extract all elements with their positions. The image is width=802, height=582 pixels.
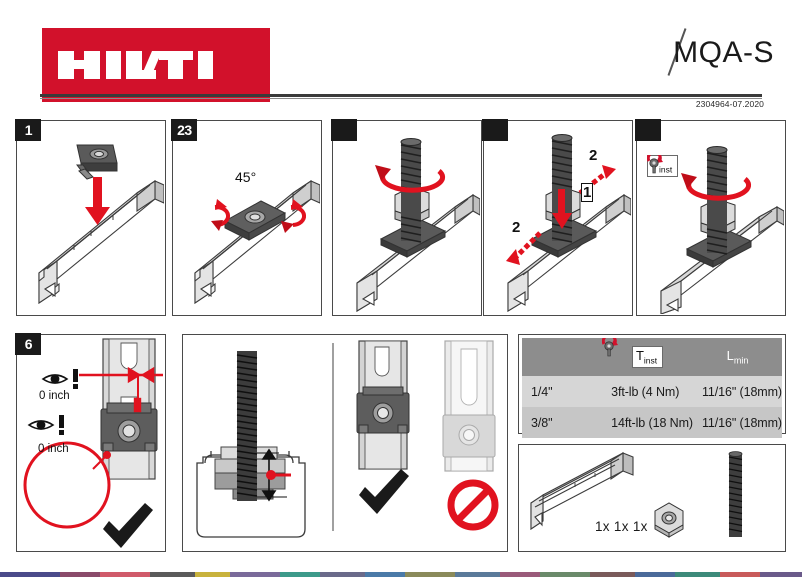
lmin-symbol: L: [726, 348, 734, 364]
table-torque-subscript: inst: [643, 355, 658, 366]
step-number-1: 1: [15, 119, 42, 142]
torque-wrench-icon: [647, 155, 663, 174]
illustration-length-and-orientation: [196, 340, 499, 538]
step-panel-7: [182, 334, 508, 552]
torque-wrench-icon: [602, 338, 619, 357]
illustration-rotate-nut: [194, 179, 320, 305]
step-number-4: [482, 119, 509, 142]
step-panel-1: 1: [15, 119, 166, 316]
color-bar-icon: [0, 572, 802, 577]
rotation-arrow-rod: [380, 169, 446, 193]
gap-label-lower: 0 inch: [38, 443, 69, 455]
table-row: 1/4" 3ft-lb (4 Nm) 11/16" (18mm): [522, 376, 782, 407]
step-number-3: [331, 119, 358, 142]
arrow-label-2-upper: 2: [589, 147, 598, 164]
cell-size: 1/4": [522, 376, 603, 407]
torque-requirement-chip: Tinst: [647, 155, 679, 178]
red-down-arrow: [85, 177, 110, 225]
lmin-subscript: min: [733, 355, 749, 366]
angle-label: 45°: [235, 169, 257, 185]
step-number-6: 6: [15, 333, 42, 356]
hilti-logo: [42, 28, 270, 102]
specification-table-panel: Tinst Lmin 1/4" 3ft-lb (4 Nm) 11/16" (18…: [518, 334, 786, 438]
parts-count-label: 1x 1x 1x: [595, 519, 648, 534]
page-header: MQA-S 2304964-07.2020: [0, 0, 802, 109]
step-number-5: [635, 119, 662, 142]
header-rule-thick: [40, 94, 762, 97]
cell-torque: 14ft-lb (18 Nm): [602, 407, 693, 438]
print-registration-strip: [0, 564, 802, 577]
eye-exclamation-icon: [27, 415, 64, 435]
illustration-thread-rod: [356, 138, 480, 312]
illustration-insert-nut: [38, 144, 164, 305]
illustration-tighten-torque: [660, 146, 784, 314]
step-panel-4: 1 2 2: [482, 119, 633, 316]
rotation-arrow-torque: [686, 177, 752, 201]
cell-torque: 3ft-lb (4 Nm): [602, 376, 693, 407]
table-header-size: [522, 338, 603, 376]
page-title: MQA-S: [673, 36, 774, 69]
illustration-verify-engagement: [506, 134, 631, 312]
hilti-wordmark-icon: [58, 51, 213, 79]
illustration-parts: [530, 451, 743, 538]
prohibition-icon: [447, 479, 499, 531]
step-panel-6: 6: [15, 333, 166, 552]
table-header-lmin: Lmin: [692, 338, 782, 376]
eye-exclamation-icon: [41, 369, 78, 389]
table-row: 3/8" 14ft-lb (18 Nm) 11/16" (18mm): [522, 407, 782, 438]
check-mark-icon: [359, 469, 409, 514]
red-pullout-arrow-lower: [506, 231, 542, 265]
step-panel-2: 23 45°: [171, 119, 322, 316]
step-panel-3: [331, 119, 482, 316]
cell-lmin: 11/16" (18mm): [692, 407, 782, 438]
red-down-arrow-1: [552, 189, 572, 229]
document-number: 2304964-07.2020: [695, 99, 764, 109]
torque-subscript: inst: [658, 164, 673, 175]
arrow-label-2-lower: 2: [512, 219, 521, 236]
parts-list-panel: 1x 1x 1x: [518, 444, 786, 552]
gap-label-upper: 0 inch: [39, 390, 70, 402]
check-mark-icon: [103, 503, 153, 548]
table-torque-symbol: T: [635, 347, 644, 363]
header-rule-thin: [40, 98, 762, 99]
illustration-inspection: [23, 338, 163, 548]
cell-lmin: 11/16" (18mm): [692, 376, 782, 407]
arrow-label-1: 1: [581, 183, 594, 202]
specification-table: Tinst Lmin 1/4" 3ft-lb (4 Nm) 11/16" (18…: [522, 338, 782, 438]
table-header-row: Tinst Lmin: [522, 338, 782, 376]
step-panel-5: Tinst: [635, 119, 786, 316]
table-header-torque: Tinst: [602, 338, 693, 376]
cell-size: 3/8": [522, 407, 603, 438]
step-number-2: 23: [171, 119, 198, 142]
